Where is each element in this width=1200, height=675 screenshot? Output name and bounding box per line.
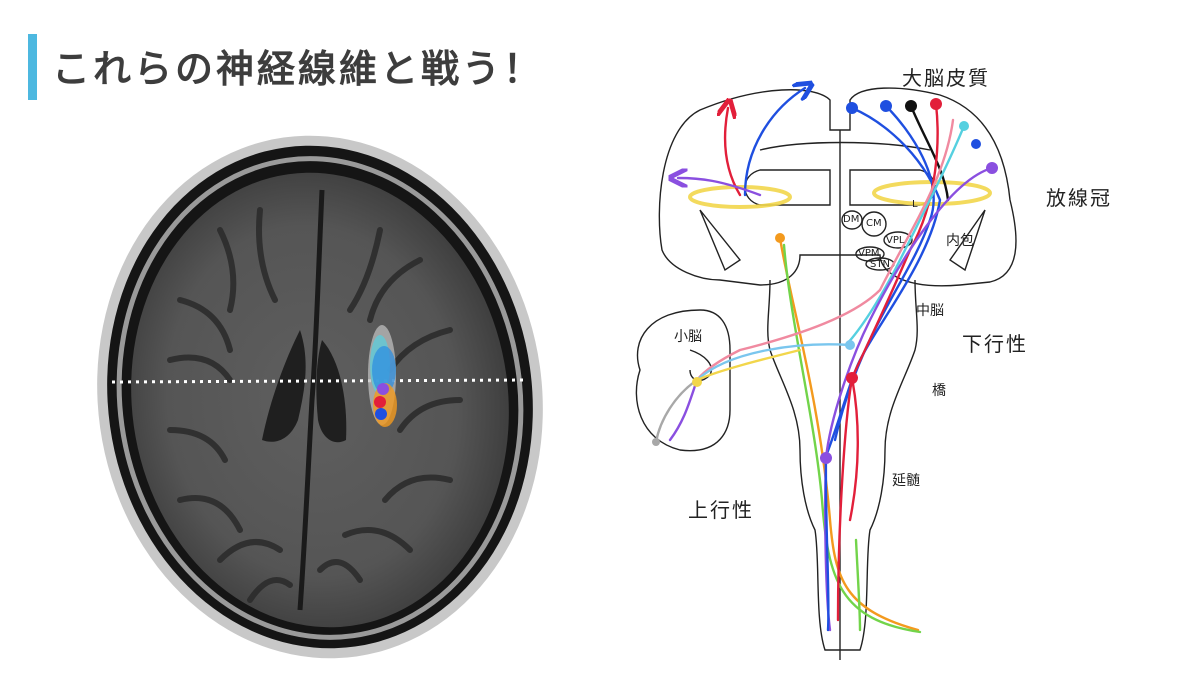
pathway-yellow [695, 348, 802, 382]
dot-gray [652, 438, 660, 446]
pathway-purple-desc [824, 166, 994, 632]
page-title: これらの神経線維と戦う！ [52, 47, 545, 91]
mri-axial-image [97, 135, 543, 659]
pathway-red-desc [836, 102, 939, 622]
dot-red [374, 396, 386, 408]
dot-yellow [692, 377, 702, 387]
label-ascending: 上行性 [688, 498, 754, 522]
pathway-green [782, 243, 922, 634]
pathway-purple-left [678, 178, 762, 197]
slice-line [111, 378, 526, 384]
ring-left [688, 185, 792, 209]
label-l: L [912, 199, 918, 210]
vpm-nucleus [855, 246, 885, 262]
lateral-ventricle-right [316, 340, 347, 443]
label-vpl: VPL [886, 235, 905, 246]
pathway-diagram [635, 50, 1017, 660]
pathway-cyan [844, 124, 966, 347]
pathway-pink [695, 118, 955, 382]
label-pons: 橋 [932, 383, 946, 399]
skull-bright [116, 156, 524, 640]
cm-nucleus [861, 211, 887, 237]
label-stn: STN [870, 259, 890, 270]
pathway-blue-low [824, 456, 830, 632]
brainstem-outline [767, 279, 918, 651]
label-descending: 下行性 [962, 332, 1028, 356]
dot-blue [375, 408, 387, 420]
dot-cortex-purple [986, 162, 998, 174]
title-accent-bar [28, 34, 37, 100]
dot-red-pons [846, 372, 858, 384]
pathway-blue-up [743, 88, 805, 197]
dot-orange [775, 233, 785, 243]
vpl-nucleus [883, 231, 913, 249]
dot-lightblue [845, 340, 855, 350]
dot-cortex-blue2 [880, 100, 892, 112]
dot-cortex-blue3 [971, 139, 981, 149]
pathway-lightblue [695, 343, 852, 382]
label-internal-capsule: 内包 [946, 233, 974, 249]
pathway-red-pons [848, 376, 859, 522]
pathway-red-up [725, 108, 742, 197]
interhemispheric-fissure [297, 189, 325, 611]
label-cortex: 大脳皮質 [902, 66, 990, 90]
pathway-black [909, 104, 950, 202]
label-midbrain: 中脳 [916, 303, 944, 319]
pathway-orange [778, 236, 920, 632]
pathway-purple-cb [668, 378, 699, 442]
overlay-blue [372, 346, 396, 394]
lateral-ventricle-left [262, 330, 306, 442]
cerebellum-outline [635, 309, 731, 452]
dot-cortex-black [905, 100, 917, 112]
pathway-gray [654, 378, 699, 444]
dot-purple [377, 383, 389, 395]
cerebrum-outline [658, 87, 1017, 287]
thalamus-outline [744, 169, 831, 206]
gyri [167, 207, 463, 603]
label-cerebellum: 小脳 [674, 329, 702, 345]
label-vpm: VPM [858, 248, 880, 259]
label-medulla: 延髄 [892, 473, 920, 489]
dot-cortex-blue1 [846, 102, 858, 114]
label-dm: DM [843, 214, 860, 225]
label-cm: CM [866, 218, 882, 229]
dot-cortex-cyan [959, 121, 969, 131]
label-corona-radiata: 放線冠 [1046, 186, 1112, 210]
pathway-green-low [854, 538, 862, 632]
dot-purple-medulla [820, 452, 832, 464]
dot-cortex-red [930, 98, 942, 110]
